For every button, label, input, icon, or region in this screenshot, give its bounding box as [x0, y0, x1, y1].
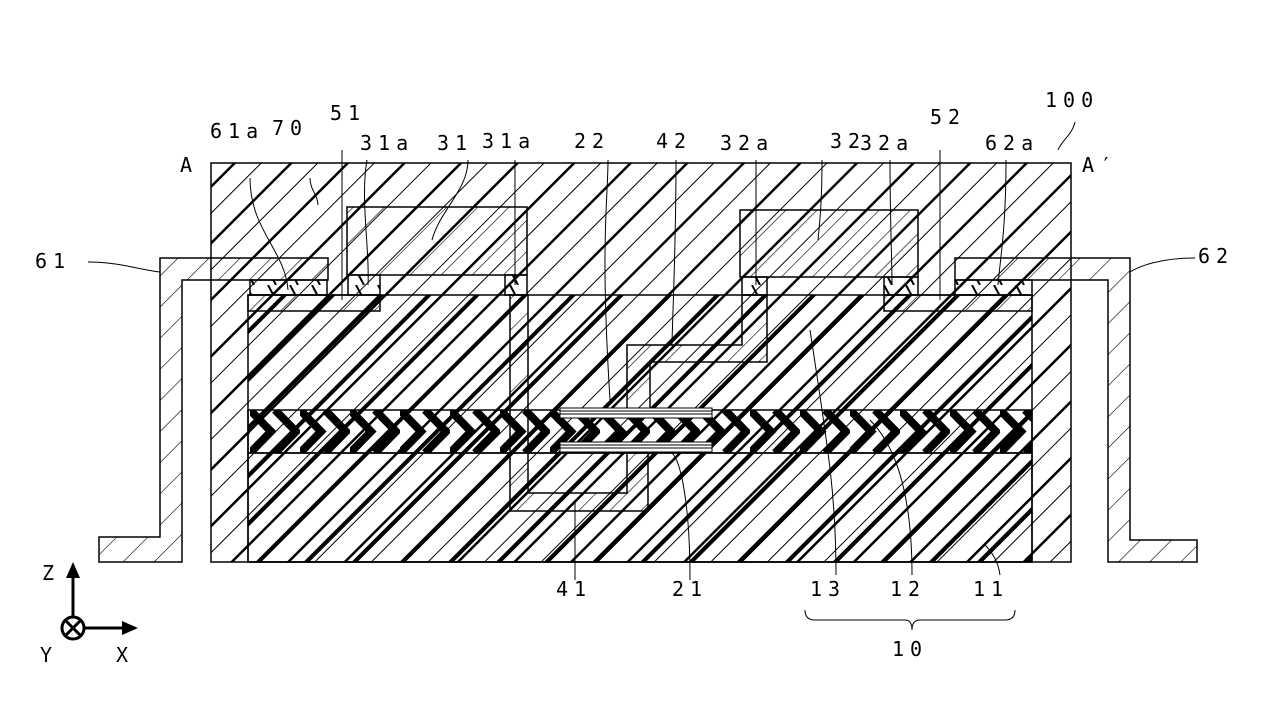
label-10: 10 [892, 637, 928, 661]
pad-31a-left [348, 275, 380, 295]
label-21: 21 [672, 577, 708, 601]
label-100: 100 [1045, 88, 1099, 112]
label-42: 42 [656, 129, 692, 153]
label-62a: 62a [985, 131, 1039, 155]
pad-62a [955, 280, 1032, 295]
label-41: 41 [556, 577, 592, 601]
label-22: 22 [574, 129, 610, 153]
chip-31 [347, 207, 527, 275]
label-70: 70 [272, 116, 308, 140]
label-31a-right: 31a [482, 129, 536, 153]
label-51: 51 [330, 101, 366, 125]
axis-y-label: Y [40, 643, 58, 667]
label-section-start: A [180, 153, 198, 177]
label-13: 13 [810, 577, 846, 601]
label-32a-left: 32a [720, 131, 774, 155]
label-31a-left: 31a [360, 131, 414, 155]
pad-61a [250, 280, 327, 295]
label-61a: 61a [210, 119, 264, 143]
label-11: 11 [973, 577, 1009, 601]
axis-z-label: Z [42, 561, 60, 585]
electrode-21 [560, 442, 712, 452]
electrode-22 [560, 408, 712, 418]
pad-32a-left [742, 277, 767, 295]
pad-32a-right [884, 277, 918, 295]
label-52: 52 [930, 105, 966, 129]
label-32a-right: 32a [860, 131, 914, 155]
label-61: 61 [35, 249, 71, 273]
coordinate-axes: Z Y X [40, 561, 138, 667]
pad-51 [248, 295, 380, 311]
label-31: 31 [437, 131, 473, 155]
label-12: 12 [890, 577, 926, 601]
pad-52 [884, 295, 1032, 311]
axis-x-label: X [116, 643, 134, 667]
label-62: 62 [1198, 244, 1234, 268]
label-section-end: A′ [1082, 153, 1118, 177]
pad-31a-right [505, 275, 527, 295]
